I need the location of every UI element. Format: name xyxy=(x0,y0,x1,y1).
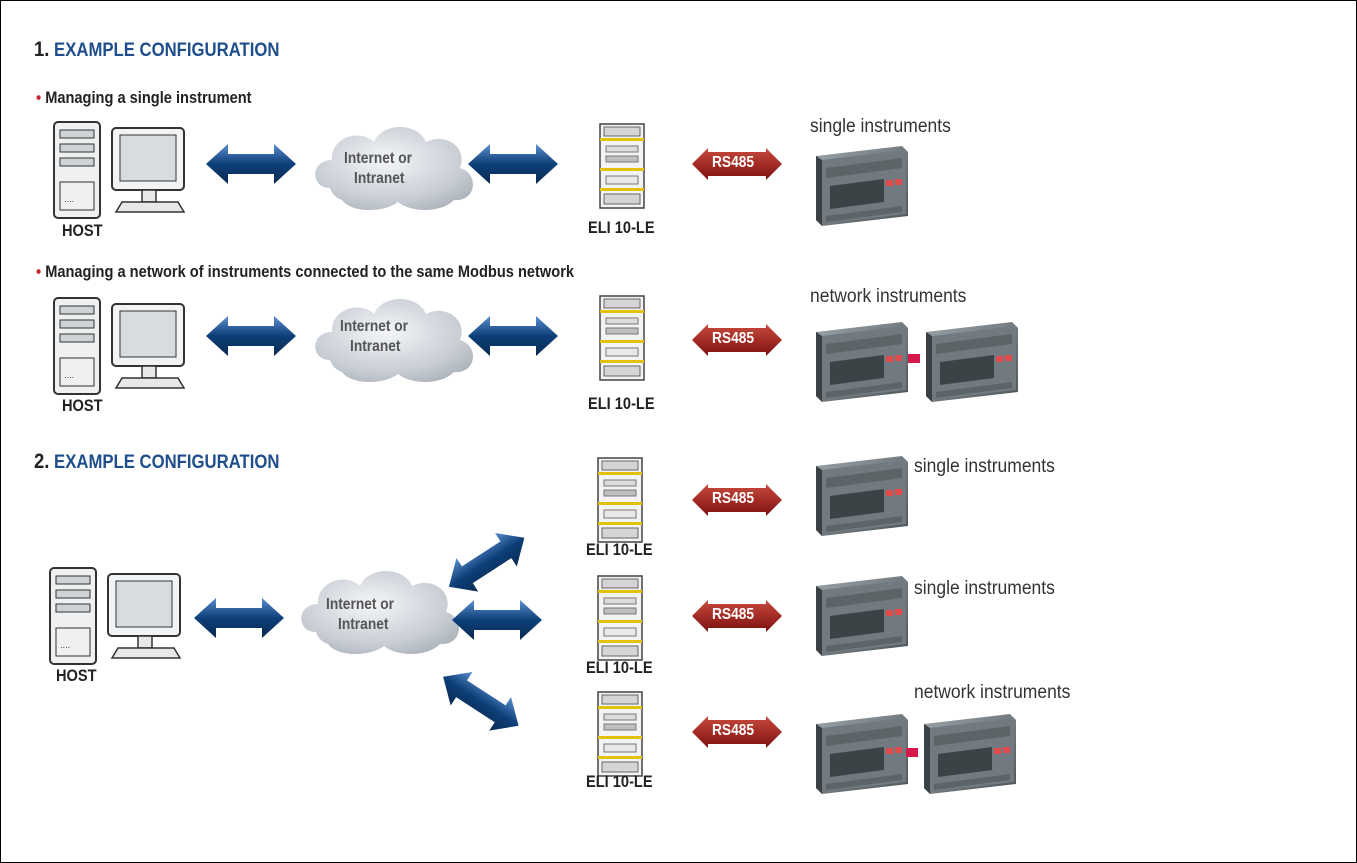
rs485-label: RS485 xyxy=(712,330,755,347)
cloud-label-line1: Internet or xyxy=(326,596,395,613)
double-arrow-icon xyxy=(206,316,296,356)
instrument-device-icon xyxy=(816,714,908,794)
cloud-label-line1: Internet or xyxy=(344,150,413,167)
section-1-title: EXAMPLE CONFIGURATION xyxy=(54,40,280,61)
rs485-label: RS485 xyxy=(712,722,755,739)
section-2-number: 2. xyxy=(34,450,50,473)
gateway-device-icon xyxy=(599,295,645,381)
instrument-device-icon xyxy=(816,146,908,226)
gateway-device-icon xyxy=(599,123,645,209)
section-1-heading: 1. EXAMPLE CONFIGURATION xyxy=(34,38,279,62)
section-2-heading: 2. EXAMPLE CONFIGURATION xyxy=(34,450,279,474)
host-label: HOST xyxy=(62,396,103,415)
host-label: HOST xyxy=(62,221,103,240)
section-1-number: 1. xyxy=(34,38,50,61)
host-computer-icon xyxy=(53,121,185,219)
instrument-device-icon xyxy=(924,714,1016,794)
single-instruments-label: single instruments xyxy=(914,456,1055,477)
network-instruments-label: network instruments xyxy=(914,682,1071,703)
host-computer-icon xyxy=(53,297,185,395)
instrument-device-icon xyxy=(926,322,1018,402)
single-instruments-label: single instruments xyxy=(914,578,1055,599)
host-computer-icon xyxy=(49,567,181,665)
double-arrow-icon xyxy=(468,316,558,356)
gateway-device-icon xyxy=(597,691,643,777)
bullet-network-instruments-text: Managing a network of instruments connec… xyxy=(45,262,575,281)
instrument-device-icon xyxy=(816,456,908,536)
cloud-label-line2: Intranet xyxy=(338,616,389,633)
gateway-label: ELI 10-LE xyxy=(586,772,653,791)
rs485-label: RS485 xyxy=(712,490,755,507)
double-arrow-icon xyxy=(194,598,284,638)
section-2-title: EXAMPLE CONFIGURATION xyxy=(54,452,280,473)
double-arrow-up-icon xyxy=(438,520,536,604)
gateway-label: ELI 10-LE xyxy=(588,218,655,237)
instrument-device-icon xyxy=(816,576,908,656)
cloud-label-line1: Internet or xyxy=(340,318,409,335)
single-instruments-label: single instruments xyxy=(810,116,951,137)
bus-link-connector xyxy=(906,748,918,757)
cloud-label-line2: Intranet xyxy=(354,170,405,187)
gateway-label: ELI 10-LE xyxy=(586,540,653,559)
cloud-label-line2: Intranet xyxy=(350,338,401,355)
host-label: HOST xyxy=(56,666,97,685)
gateway-label: ELI 10-LE xyxy=(586,658,653,677)
double-arrow-icon xyxy=(452,600,542,640)
double-arrow-icon xyxy=(206,144,296,184)
gateway-device-icon xyxy=(597,457,643,543)
bus-link-connector xyxy=(908,354,920,363)
bullet-single-instrument-text: Managing a single instrument xyxy=(45,88,252,107)
gateway-device-icon xyxy=(597,575,643,661)
bullet-single-instrument: • Managing a single instrument xyxy=(36,88,252,107)
rs485-label: RS485 xyxy=(712,606,755,623)
gateway-label: ELI 10-LE xyxy=(588,394,655,413)
bullet-network-instruments: • Managing a network of instruments conn… xyxy=(36,262,575,281)
rs485-label: RS485 xyxy=(712,154,755,171)
network-instruments-label: network instruments xyxy=(810,286,967,307)
double-arrow-icon xyxy=(468,144,558,184)
double-arrow-down-icon xyxy=(432,660,530,743)
instrument-device-icon xyxy=(816,322,908,402)
